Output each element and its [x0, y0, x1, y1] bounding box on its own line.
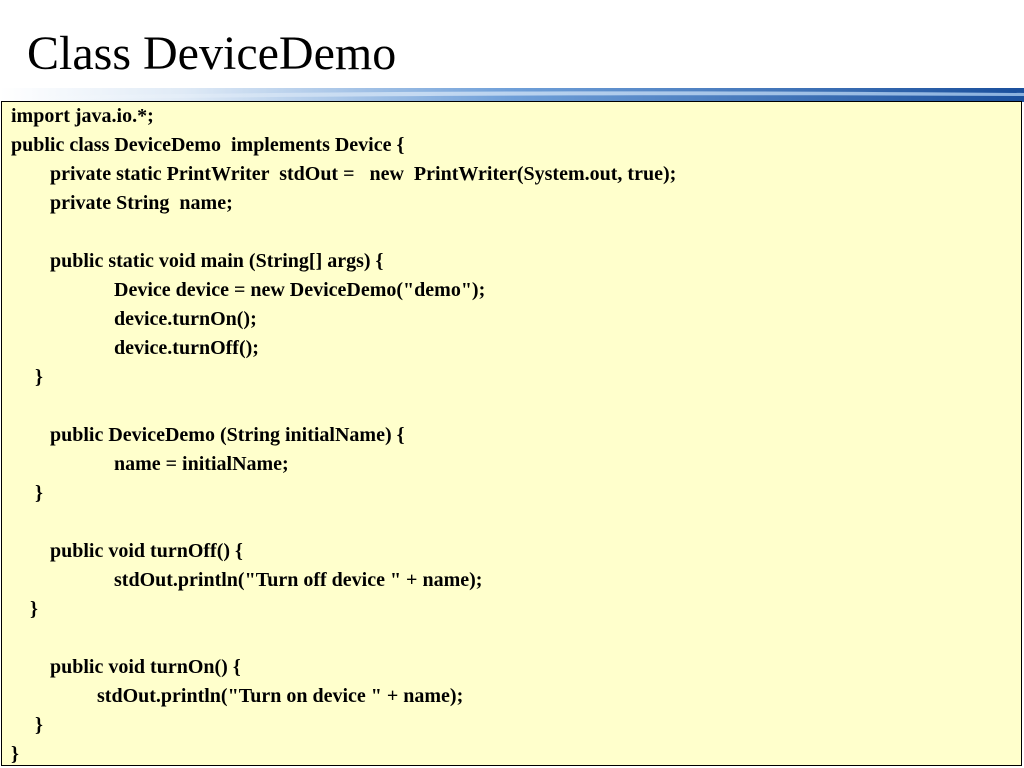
code-line: Device device = new DeviceDemo("demo"); [114, 279, 486, 301]
code-line: stdOut.println("Turn off device " + name… [114, 569, 483, 591]
code-line: public void turnOff() { [50, 540, 243, 562]
code-line: } [11, 743, 19, 765]
code-line: device.turnOn(); [114, 308, 257, 330]
slide-title: Class DeviceDemo [27, 27, 397, 80]
code-line: stdOut.println("Turn on device " + name)… [97, 685, 464, 707]
code-line: } [35, 714, 43, 736]
code-line: } [35, 366, 43, 388]
title-band-decoration [0, 88, 1024, 102]
code-line: } [35, 482, 43, 504]
code-line: device.turnOff(); [114, 337, 259, 359]
code-line: public class DeviceDemo implements Devic… [11, 134, 405, 156]
code-line: import java.io.*; [11, 105, 154, 127]
code-line: name = initialName; [114, 453, 289, 475]
code-line: private String name; [50, 192, 233, 214]
code-line: public void turnOn() { [50, 656, 241, 678]
code-line: public static void main (String[] args) … [50, 250, 384, 272]
code-line: public DeviceDemo (String initialName) { [50, 424, 405, 446]
code-line: private static PrintWriter stdOut = new … [50, 163, 677, 185]
code-block: import java.io.*; public class DeviceDem… [1, 101, 1022, 766]
code-line: } [30, 598, 38, 620]
